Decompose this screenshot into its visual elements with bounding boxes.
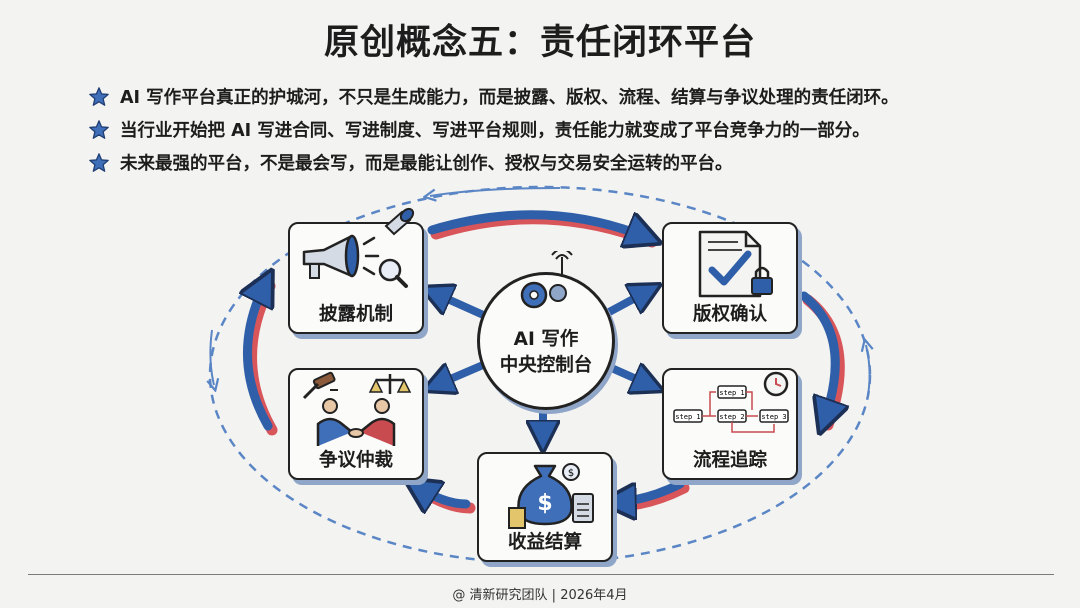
hub-control-center[interactable]: AI 写作 中央控制台	[477, 251, 615, 410]
node-settlement[interactable]: $ $ 收益结算	[477, 452, 613, 562]
svg-text:$: $	[537, 491, 552, 516]
spotlight-icon	[384, 207, 415, 236]
ring-arrow-left	[210, 329, 214, 385]
node-process[interactable]: step 1 step 1 step 2 step 3 流程追踪	[662, 368, 798, 480]
node-disclosure[interactable]: 披露机制	[288, 222, 424, 334]
bullet-item: 当行业开始把 AI 写进合同、写进制度、写进平台规则，责任能力就变成了平台竞争力…	[88, 113, 1048, 146]
cycle-arrow-copyright-to-process	[799, 291, 839, 425]
step-label: step 2	[719, 413, 744, 421]
step-label: step 1	[675, 413, 700, 421]
hub-subtitle: 中央控制台	[499, 355, 593, 376]
node-arbitration[interactable]: 争议仲裁	[288, 368, 424, 480]
bullet-text: 未来最强的平台，不是最会写，而是最能让创作、授权与交易安全运转的平台。	[120, 154, 733, 174]
bullet-text: 当行业开始把 AI 写进合同、写进制度、写进平台规则，责任能力就变成了平台竞争力…	[120, 121, 870, 141]
cycle-arrow-arbitration-to-disclosure	[247, 282, 278, 436]
page-title: 原创概念五：责任闭环平台	[323, 23, 756, 63]
workflow-clock-icon: step 1 step 1 step 2 step 3	[673, 371, 789, 433]
star-icon	[89, 86, 109, 106]
handshake-scale-icon	[302, 371, 412, 446]
bullet-text: AI 写作平台真正的护城河，不只是生成能力，而是披露、版权、流程、结算与争议处理…	[120, 88, 899, 108]
node-copyright[interactable]: 版权确认	[662, 222, 798, 334]
hub-title: AI 写作	[513, 329, 579, 350]
step-label: step 3	[761, 413, 786, 421]
node-label: 流程追踪	[692, 450, 767, 471]
ring-arrow-top	[430, 187, 561, 196]
bullet-item: 未来最强的平台，不是最会写，而是最能让创作、授权与交易安全运转的平台。	[88, 146, 1048, 179]
footer-divider	[28, 574, 1054, 575]
cycle-arrow-settlement-to-arbitration	[416, 486, 476, 508]
node-label: 版权确认	[692, 304, 767, 325]
node-label: 争议仲裁	[318, 450, 393, 471]
gears-antenna-icon	[520, 251, 573, 309]
node-label: 披露机制	[318, 304, 393, 325]
cycle-arrow-disclosure-to-copyright	[427, 210, 652, 242]
step-label: step 1	[719, 389, 744, 397]
ring-arrow-right	[866, 345, 870, 396]
star-icon	[89, 119, 109, 139]
node-label: 收益结算	[507, 532, 582, 553]
document-check-icon	[698, 230, 773, 298]
svg-text:$: $	[568, 468, 574, 479]
megaphone-icon	[302, 234, 408, 288]
bullet-item: AI 写作平台真正的护城河，不只是生成能力，而是披露、版权、流程、结算与争议处理…	[88, 80, 1048, 113]
footer-credit: @ 清新研究团队 | 2026年4月	[452, 588, 628, 603]
star-icon	[89, 152, 109, 172]
money-bag-icon: $ $	[508, 463, 594, 529]
bullet-list: AI 写作平台真正的护城河，不只是生成能力，而是披露、版权、流程、结算与争议处理…	[88, 80, 1048, 179]
cycle-arrow-process-to-settlement	[614, 479, 690, 506]
